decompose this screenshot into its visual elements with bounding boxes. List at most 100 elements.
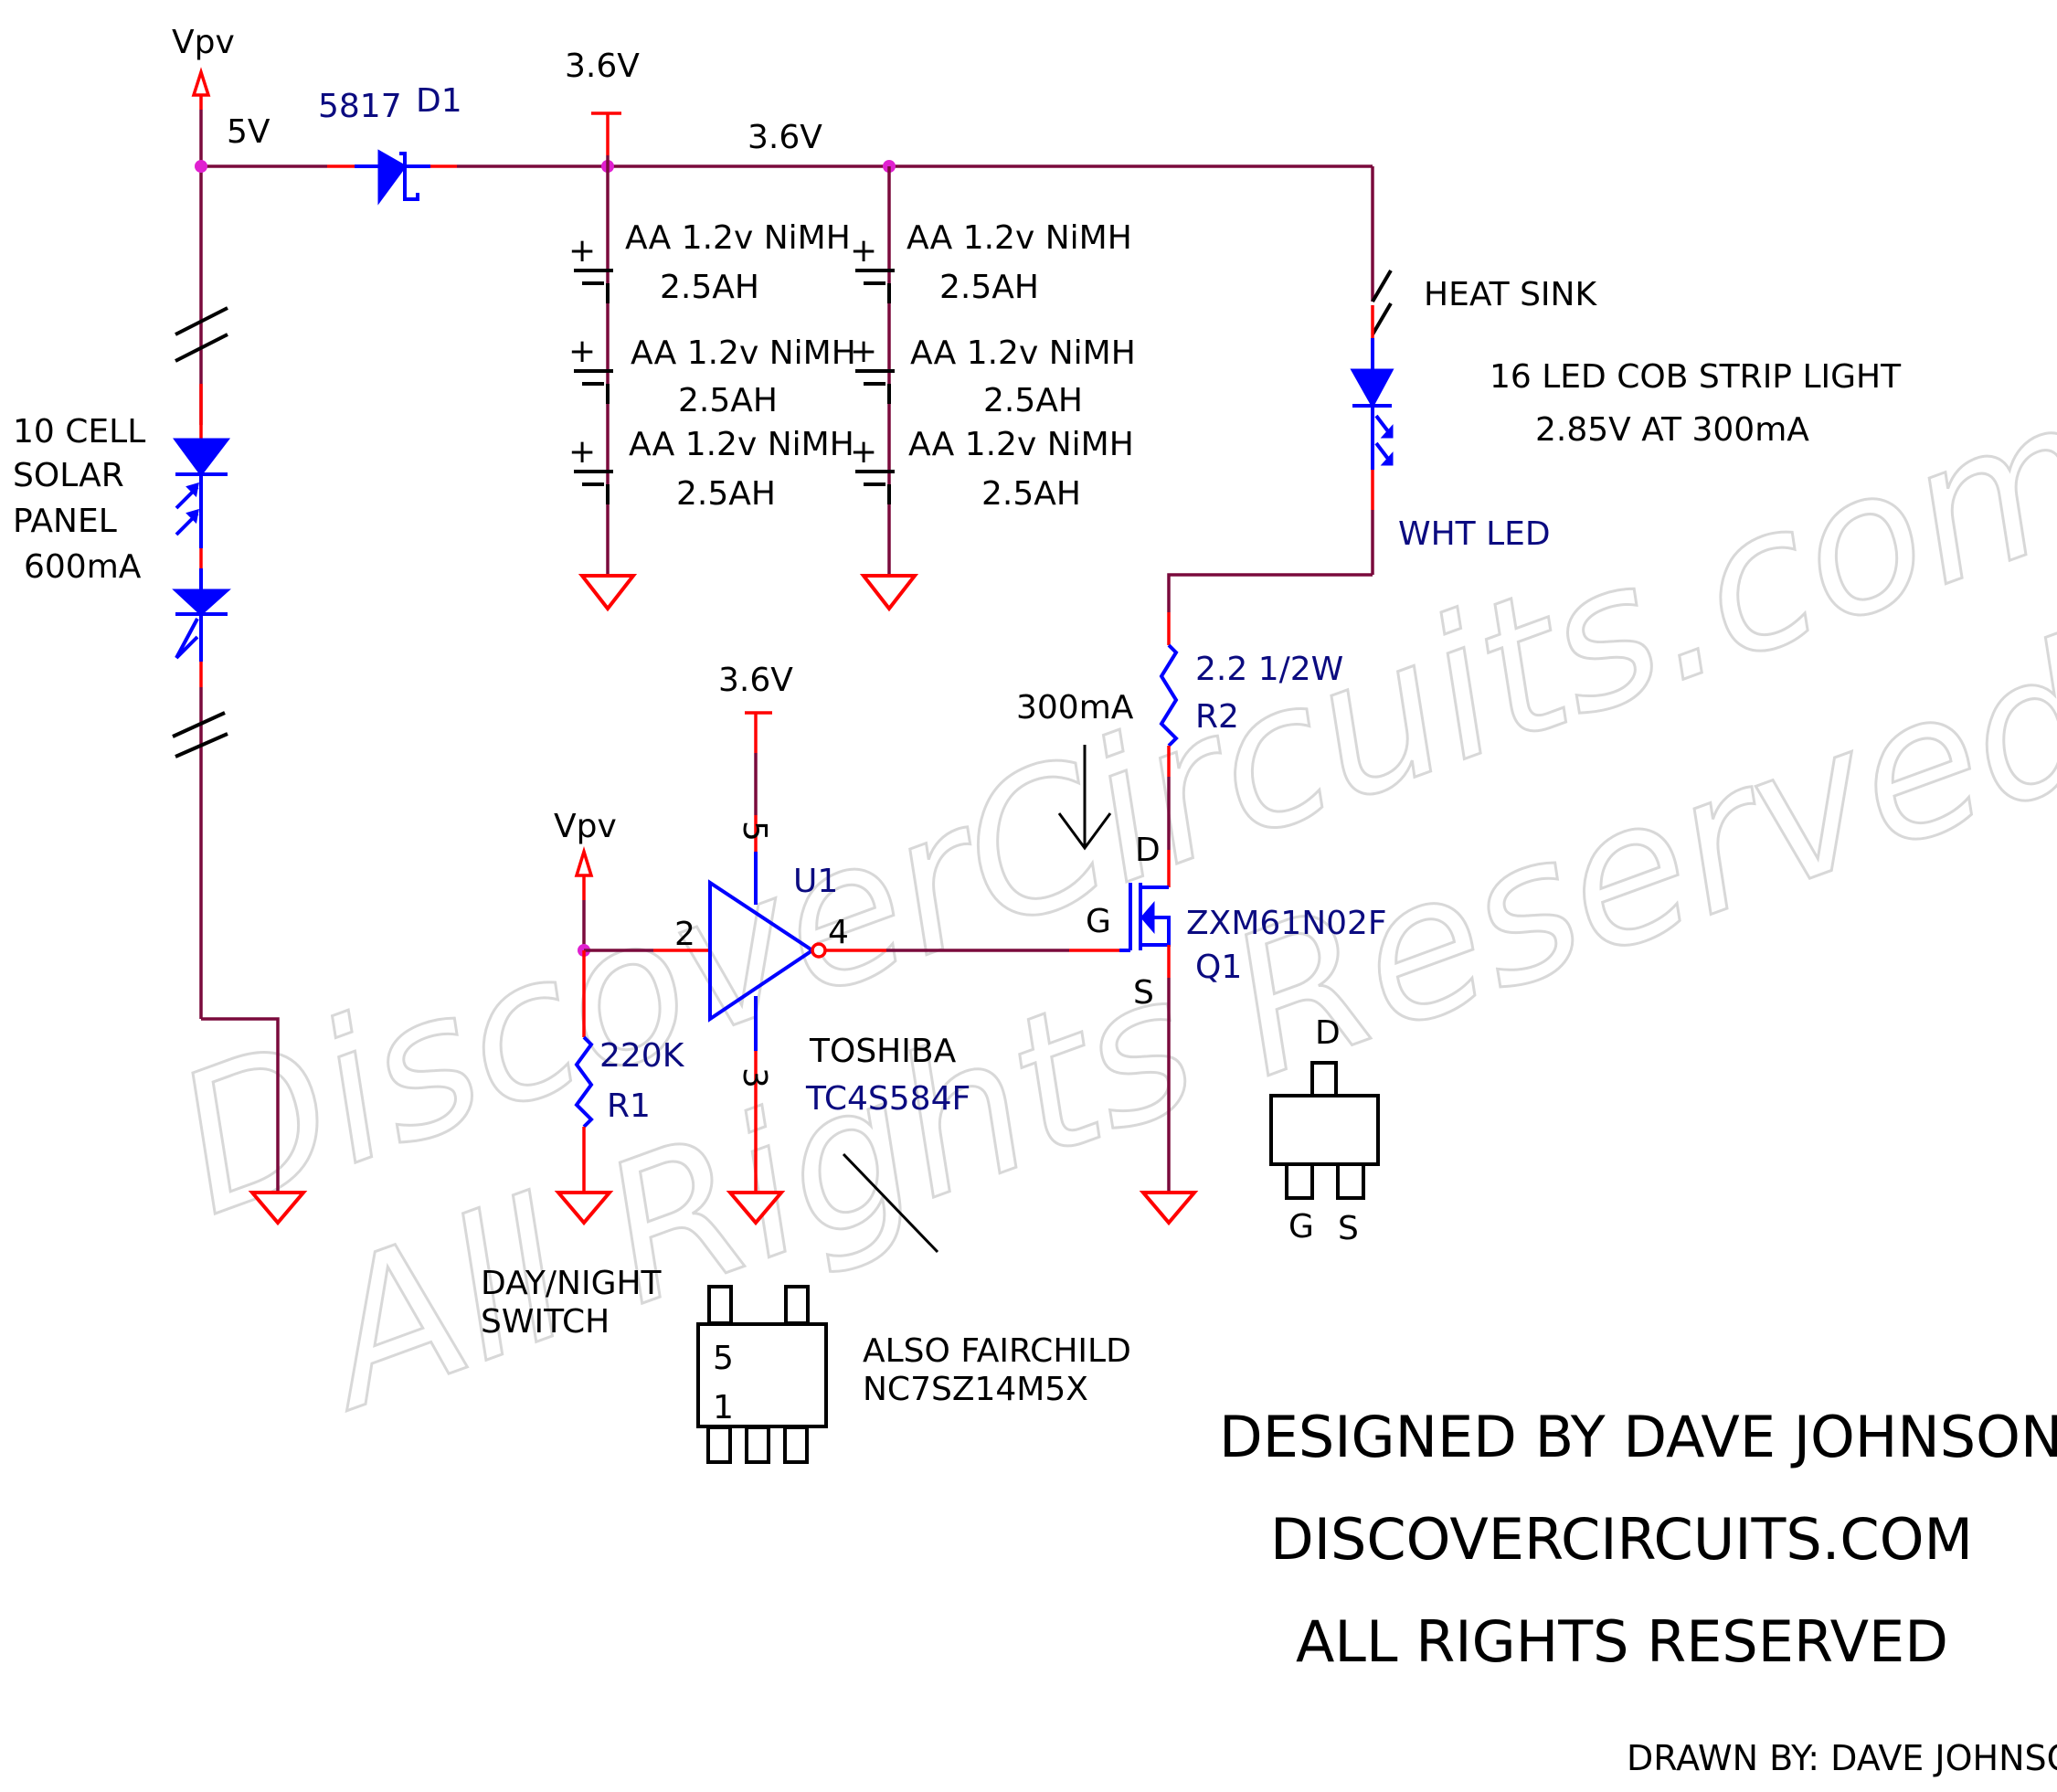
u1-maker-label: TOSHIBA xyxy=(809,1033,957,1070)
plus-sign: + xyxy=(850,232,877,270)
current-label: 300mA xyxy=(1016,689,1134,726)
day-night-switch: Vpv 220K R1 3.6V 2 4 5 3 U1 TOSHIB xyxy=(481,662,1119,1341)
solar-cell-1-diode-icon xyxy=(173,438,231,477)
sot23-gate-label: G xyxy=(1288,1208,1314,1246)
u1-pin-5-label: 5 xyxy=(736,821,773,842)
heat-sink-label: HEAT SINK xyxy=(1424,276,1597,313)
sot23-package: D G S xyxy=(1269,1014,1380,1247)
u1-pin-3-label: 3 xyxy=(736,1067,773,1088)
plus-sign: + xyxy=(850,433,877,471)
led-ref-label: WHT LED xyxy=(1398,515,1551,553)
sot23-body-icon xyxy=(1269,1094,1380,1166)
ground-icon xyxy=(248,1191,308,1226)
solar-panel-label-line1: 10 CELL xyxy=(13,413,145,451)
schmitt-inverter-u1-icon xyxy=(708,879,816,1023)
battery-5-capacity: 2.5AH xyxy=(983,382,1083,419)
website-text: DISCOVERCIRCUITS.COM xyxy=(1270,1506,1973,1573)
solar-panel-label-line2: SOLAR xyxy=(13,457,124,494)
sot23-source-label: S xyxy=(1338,1210,1359,1247)
q1-drain-pin-label: D xyxy=(1135,832,1161,869)
q1-source-pin-label: S xyxy=(1133,974,1154,1012)
battery-stack-2: + + + AA 1.2v NiMH 2.5AH AA 1.2v NiMH 2.… xyxy=(850,166,1136,612)
d1-ref-label: D1 xyxy=(416,82,462,120)
junction-dot xyxy=(195,160,207,173)
solar-panel-label-line3: PANEL xyxy=(13,503,117,540)
battery-cell-icon xyxy=(855,470,895,504)
q1-part-label: ZXM61N02F xyxy=(1186,905,1387,942)
ground-icon xyxy=(726,1191,786,1226)
battery-3-capacity: 2.5AH xyxy=(676,475,776,513)
resistor-r2-icon xyxy=(1159,643,1179,748)
u1-part-label: TC4S584F xyxy=(805,1080,970,1118)
ground-icon xyxy=(578,574,638,612)
vpv-power-flag-icon xyxy=(191,67,211,97)
solar-panel-branch: Vpv 10 CELL SOLAR PANEL 600mA xyxy=(13,24,308,1226)
top-rail: 5V 5817 D1 3.6V 3.6V xyxy=(195,48,1373,206)
day-night-label-line2: SWITCH xyxy=(481,1303,610,1341)
vpv-switch-net-label: Vpv xyxy=(554,808,617,845)
3v6-u1-supply-label: 3.6V xyxy=(718,662,793,699)
pointer-line xyxy=(842,1152,939,1254)
battery-6-capacity: 2.5AH xyxy=(981,475,1081,513)
plus-sign: + xyxy=(850,333,877,370)
schottky-diode-d1-icon xyxy=(377,149,408,206)
white-led-icon xyxy=(1350,368,1394,409)
battery-2-type: AA 1.2v NiMH xyxy=(631,334,856,372)
led-branch: HEAT SINK 16 LED COB STRIP LIGHT 2.85V A… xyxy=(1167,166,1902,612)
r1-ref-label: R1 xyxy=(607,1087,651,1125)
solar-panel-label-line4: 600mA xyxy=(24,548,142,586)
q1-gate-pin-label: G xyxy=(1086,903,1111,940)
break-mark-icon xyxy=(172,711,226,738)
battery-cell-icon xyxy=(574,369,613,404)
d1-part-label: 5817 xyxy=(318,88,402,125)
battery-cell-icon xyxy=(855,369,895,404)
led-description-line1: 16 LED COB STRIP LIGHT xyxy=(1490,358,1902,396)
sot23-5-pin1-label: 1 xyxy=(713,1389,734,1426)
sot23-5-package: 5 1 ALSO FAIRCHILD NC7SZ14M5X xyxy=(696,1285,1131,1464)
led-description-line2: 2.85V AT 300mA xyxy=(1535,411,1809,449)
battery-1-capacity: 2.5AH xyxy=(660,269,759,306)
break-mark-icon xyxy=(175,306,228,336)
u1-ref-label: U1 xyxy=(793,863,838,900)
solar-cell-2-diode-icon xyxy=(172,588,231,617)
q1-ref-label: Q1 xyxy=(1195,949,1242,986)
r2-ref-label: R2 xyxy=(1195,698,1239,736)
battery-cell-icon xyxy=(574,470,613,504)
alt-part-line1: ALSO FAIRCHILD xyxy=(863,1332,1131,1370)
3v6-supply-label: 3.6V xyxy=(565,48,640,85)
plus-sign: + xyxy=(568,232,596,270)
battery-cell-icon xyxy=(574,269,613,303)
5v-net-label: 5V xyxy=(227,113,270,151)
day-night-label-line1: DAY/NIGHT xyxy=(481,1265,663,1302)
battery-4-type: AA 1.2v NiMH xyxy=(907,219,1132,257)
vpv-power-flag-icon xyxy=(574,846,594,877)
inverter-bubble-icon xyxy=(811,942,827,959)
resistor-r1-icon xyxy=(574,1035,594,1129)
ground-icon xyxy=(859,574,919,612)
battery-6-type: AA 1.2v NiMH xyxy=(908,426,1134,463)
battery-3-type: AA 1.2v NiMH xyxy=(629,426,854,463)
battery-5-type: AA 1.2v NiMH xyxy=(910,334,1136,372)
plus-sign: + xyxy=(568,433,596,471)
u1-pin-4-label: 4 xyxy=(828,914,849,951)
r2-value-label: 2.2 1/2W xyxy=(1195,651,1343,688)
designed-by-text: DESIGNED BY DAVE JOHNSON xyxy=(1219,1404,2057,1470)
battery-2-capacity: 2.5AH xyxy=(678,382,778,419)
3v6-rail-label: 3.6V xyxy=(748,119,822,156)
battery-stack-1: + + + AA 1.2v NiMH 2.5AH AA 1.2v NiMH 2.… xyxy=(568,166,856,612)
r1-value-label: 220K xyxy=(599,1037,685,1075)
battery-4-capacity: 2.5AH xyxy=(939,269,1039,306)
nmos-q1-icon xyxy=(1119,883,1171,952)
credits-block: DESIGNED BY DAVE JOHNSON DISCOVERCIRCUIT… xyxy=(1219,1404,2057,1778)
battery-cell-icon xyxy=(855,269,895,303)
sot23-5-pin5-label: 5 xyxy=(713,1340,734,1377)
rights-text: ALL RIGHTS RESERVED xyxy=(1296,1608,1948,1675)
vpv-net-label: Vpv xyxy=(172,24,235,61)
ground-icon xyxy=(554,1191,614,1226)
r2-q1-branch: 2.2 1/2W R2 300mA D G S ZXM61N02F Q1 xyxy=(1016,612,1387,1226)
alt-part-line2: NC7SZ14M5X xyxy=(863,1371,1088,1408)
sot23-drain-label: D xyxy=(1315,1014,1341,1052)
heat-sink-mark-icon xyxy=(1371,269,1393,303)
drawn-by-text: DRAWN BY: DAVE JOHNSON xyxy=(1627,1738,2057,1778)
